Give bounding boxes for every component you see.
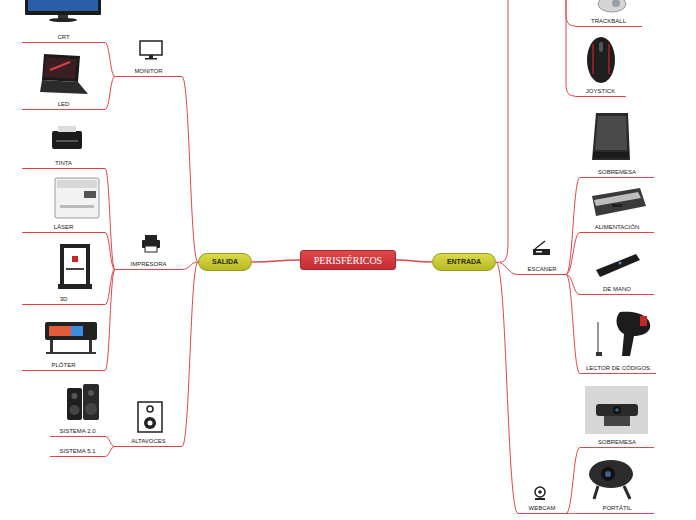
branch-connector bbox=[566, 448, 580, 514]
plotter-picture bbox=[45, 322, 97, 354]
branch-connector bbox=[252, 260, 300, 262]
node-label: TINTA bbox=[55, 159, 72, 167]
branch-connector bbox=[105, 169, 115, 270]
laser-printer-picture bbox=[55, 178, 99, 218]
branch-connector bbox=[566, 513, 580, 514]
leaf-topic: 3D bbox=[22, 295, 105, 305]
main-branch: ENTRADA bbox=[432, 253, 496, 271]
node-label: PLÓTER bbox=[51, 361, 75, 369]
branch-connector bbox=[105, 447, 115, 457]
node-label: MONITOR bbox=[134, 67, 162, 75]
leaf-topic: DE MANO bbox=[580, 285, 654, 295]
branch-connector bbox=[182, 262, 198, 447]
leaf-topic: TRACKBALL bbox=[575, 17, 642, 27]
leaf-topic: SOBREMESA bbox=[580, 168, 654, 178]
branch-connector bbox=[105, 233, 115, 270]
trackball-picture bbox=[598, 0, 626, 12]
leaf-topic: JOYSTICK bbox=[575, 87, 626, 97]
branch-connector bbox=[182, 77, 198, 263]
3d-printer-picture bbox=[58, 244, 92, 289]
leaf-topic: LECTOR DE CÓDIGOS bbox=[580, 364, 656, 374]
ink-printer-picture bbox=[52, 126, 82, 149]
branch-topic: MONITOR bbox=[115, 67, 182, 77]
monitor-icon bbox=[140, 41, 162, 60]
node-label: TRACKBALL bbox=[591, 17, 626, 25]
barcode-reader-picture bbox=[596, 312, 650, 356]
node-label: ESCANER bbox=[527, 265, 556, 273]
leaf-topic: PLÓTER bbox=[22, 361, 105, 371]
branch-connector bbox=[105, 437, 115, 447]
flatbed-scanner-picture bbox=[592, 113, 630, 160]
printer-icon bbox=[142, 235, 160, 252]
node-label: LÁSER bbox=[54, 223, 74, 231]
node-label: PERISFÉRICOS bbox=[314, 251, 382, 271]
leaf-topic: PORTÁTIL bbox=[580, 504, 654, 514]
webcam-icon bbox=[535, 487, 545, 500]
node-label: LED bbox=[58, 100, 70, 108]
main-branch: SALIDA bbox=[198, 253, 252, 271]
branch-topic: ESCANER bbox=[518, 265, 566, 275]
branch-connector bbox=[566, 233, 580, 275]
leaf-topic: ALIMENTACIÓN bbox=[580, 223, 654, 233]
branch-connector bbox=[105, 43, 115, 77]
node-label: DE MANO bbox=[603, 285, 631, 293]
leaf-topic: SOBREMESA bbox=[580, 438, 654, 448]
laptop-picture bbox=[40, 54, 88, 94]
joystick-picture bbox=[587, 37, 615, 83]
handheld-scanner-picture bbox=[596, 254, 640, 277]
node-label: CRT bbox=[57, 33, 69, 41]
branch-connector bbox=[105, 270, 115, 371]
leaf-topic: SISTEMA 5.1 bbox=[50, 447, 105, 457]
node-label: SISTEMA 5.1 bbox=[59, 447, 95, 455]
node-label: SOBREMESA bbox=[598, 438, 636, 446]
branch-topic: IMPRESORA bbox=[115, 260, 182, 270]
node-label: SALIDA bbox=[212, 254, 238, 270]
branch-connector bbox=[566, 178, 580, 275]
sheetfeed-scanner-picture bbox=[592, 188, 646, 216]
leaf-topic: TINTA bbox=[22, 159, 105, 169]
node-label: PORTÁTIL bbox=[602, 504, 631, 512]
node-label: IMPRESORA bbox=[130, 260, 166, 268]
scanner-icon bbox=[533, 241, 550, 255]
branch-connector bbox=[396, 260, 432, 262]
speakers-picture bbox=[67, 384, 99, 420]
leaf-topic: SISTEMA 2.0 bbox=[50, 427, 105, 437]
node-label: LECTOR DE CÓDIGOS bbox=[586, 364, 650, 372]
node-label: ENTRADA bbox=[447, 254, 481, 270]
branch-connector bbox=[496, 262, 518, 514]
branch-topic: ALTAVOCES bbox=[115, 437, 182, 447]
node-label: ALTAVOCES bbox=[131, 437, 166, 445]
leaf-topic: LED bbox=[22, 100, 105, 110]
desktop-webcam-picture bbox=[585, 386, 648, 434]
node-label: JOYSTICK bbox=[586, 87, 615, 95]
node-label: 3D bbox=[60, 295, 68, 303]
node-label: ALIMENTACIÓN bbox=[595, 223, 640, 231]
branch-lines bbox=[500, 0, 575, 262]
speaker-icon bbox=[138, 402, 162, 432]
node-label: SOBREMESA bbox=[598, 168, 636, 176]
central-topic: PERISFÉRICOS bbox=[300, 250, 396, 270]
node-label: WEBCAM bbox=[529, 504, 556, 512]
crt-monitor-picture bbox=[25, 0, 101, 22]
branch-connector bbox=[105, 77, 115, 110]
leaf-topic: CRT bbox=[22, 33, 105, 43]
leaf-topic: LÁSER bbox=[22, 223, 105, 233]
laptop-webcam-picture bbox=[589, 460, 633, 499]
branch-connector bbox=[566, 275, 580, 374]
node-label: SISTEMA 2.0 bbox=[59, 427, 95, 435]
branch-topic: WEBCAM bbox=[518, 504, 566, 514]
